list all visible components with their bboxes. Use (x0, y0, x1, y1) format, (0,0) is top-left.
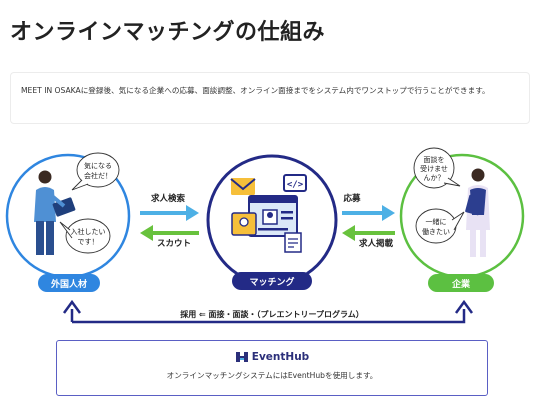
bubble-interest-text: 気になる (84, 161, 112, 170)
company-node: 面談を 受けませ んか？ 一緒に 働きたい 企業 (399, 147, 525, 292)
apply-label: 応募 (342, 193, 361, 204)
company-label: 企業 (451, 278, 471, 290)
eventhub-brand: EventHub (251, 351, 310, 363)
bubble-interview-text-3: んか？ (424, 174, 445, 182)
recruiter-person-icon (465, 168, 490, 257)
post-job-label: 求人掲載 (359, 238, 394, 249)
svg-text:</>: </> (287, 180, 304, 190)
eventhub-logo: EventHub (57, 350, 487, 364)
arrow-apply: 応募 (342, 193, 395, 221)
document-icon (284, 232, 302, 253)
foreign-talent-label: 外国人材 (50, 278, 87, 290)
profile-card-icon (231, 212, 257, 236)
matching-node: </> マッチング (206, 154, 338, 290)
arrow-post-job: 求人掲載 (342, 225, 395, 249)
code-icon: </> (283, 174, 307, 192)
speech-bubble-interest (71, 152, 120, 191)
job-search-label: 求人検索 (151, 193, 186, 204)
eventhub-logo-icon (235, 352, 248, 362)
hiring-flow-label: 採用 ⇐ 面接・面談・（プレエントリープログラム） (180, 309, 364, 319)
mail-icon (230, 178, 256, 195)
bubble-work-text-2: 働きたい (422, 227, 450, 236)
intro-text: MEET IN OSAKAに登録後、気になる企業への応募、面談調整、オンライン面… (21, 86, 490, 95)
bubble-join-text-2: です！ (78, 238, 99, 246)
foreign-talent-node: 気になる 会社だ！ 入社したい です！ 外国人材 (5, 152, 131, 292)
eventhub-box: EventHub オンラインマッチングシステムにはEventHubを使用します。 (56, 340, 488, 396)
bubble-interview-text-1: 面談を (424, 155, 445, 164)
intro-box: MEET IN OSAKAに登録後、気になる企業への応募、面談調整、オンライン面… (10, 72, 530, 124)
speech-bubble-interview (413, 147, 461, 189)
speech-bubble-join (59, 218, 111, 254)
speech-bubble-work-together (415, 208, 465, 244)
scout-label: スカウト (157, 239, 191, 249)
bubble-interview-text-2: 受けませ (420, 164, 448, 173)
page-title: オンラインマッチングの仕組み (10, 20, 326, 45)
arrow-scout: スカウト (140, 225, 199, 249)
eventhub-description: オンラインマッチングシステムにはEventHubを使用します。 (166, 371, 378, 380)
job-seeker-person-icon (34, 170, 76, 255)
profile-window-icon (248, 195, 298, 237)
bubble-join-text-1: 入社したい (71, 227, 106, 236)
hiring-flow-arrow: 採用 ⇐ 面接・面談・（プレエントリープログラム） (62, 299, 474, 324)
bubble-interest-text-2: 会社だ！ (84, 171, 112, 180)
bubble-work-text-1: 一緒に (426, 217, 447, 226)
arrow-job-search: 求人検索 (140, 193, 199, 221)
matching-label: マッチング (249, 276, 294, 288)
